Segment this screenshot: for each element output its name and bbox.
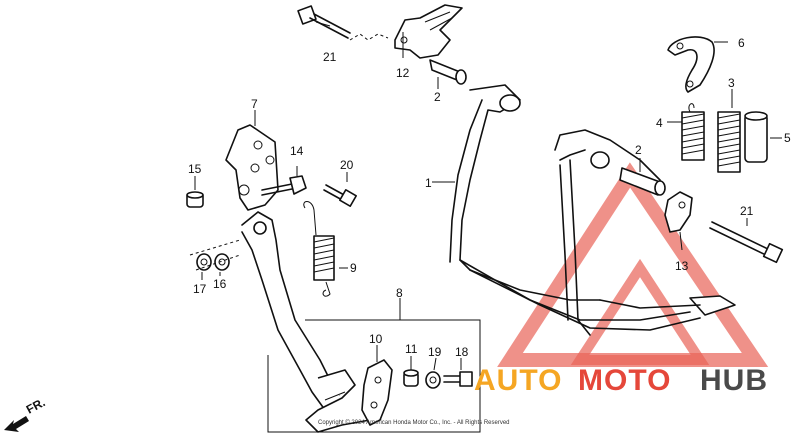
callout-7: 7 <box>251 97 258 111</box>
watermark-text: AUTO MOTO HUB <box>474 364 768 397</box>
washer-16 <box>214 253 230 271</box>
callout-19: 19 <box>428 345 442 359</box>
bolt-21-right <box>709 221 784 264</box>
assembly-lines-washers <box>189 239 241 271</box>
spring-plate-6 <box>667 36 715 93</box>
callout-1: 1 <box>425 176 432 190</box>
spring-9 <box>303 201 335 297</box>
nut-15 <box>186 191 204 208</box>
front-indicator-label: FR. <box>24 395 48 416</box>
callout-15: 15 <box>188 162 202 176</box>
callout-18: 18 <box>455 345 469 359</box>
watermark-auto: AUTO <box>474 364 562 397</box>
callout-8: 8 <box>396 286 403 300</box>
stopper-13 <box>664 191 693 233</box>
bolt-21-top <box>297 5 389 41</box>
sleeve-5 <box>744 111 768 163</box>
callout-11: 11 <box>405 342 418 356</box>
callout-3: 3 <box>728 76 735 90</box>
callout-10: 10 <box>369 332 383 346</box>
nut-19 <box>425 371 441 389</box>
plate-10 <box>361 359 393 426</box>
front-indicator: FR. <box>4 395 47 432</box>
bolt-18 <box>443 371 473 387</box>
bracket-12 <box>394 4 463 59</box>
watermark-hub: HUB <box>700 364 768 397</box>
callout-12: 12 <box>396 66 410 80</box>
callout-21-right: 21 <box>740 204 754 218</box>
callout-14: 14 <box>290 144 304 158</box>
copyright-text: Copyright © 2024 American Honda Motor Co… <box>318 419 510 426</box>
watermark-logo <box>497 162 769 367</box>
spring-4 <box>681 103 705 161</box>
callout-13: 13 <box>675 259 689 273</box>
callout-2-right: 2 <box>635 143 642 157</box>
callout-2-top: 2 <box>434 90 441 104</box>
main-stand-1 <box>449 84 736 336</box>
bolt-20 <box>323 184 357 207</box>
callout-21-top: 21 <box>323 50 337 64</box>
callout-6: 6 <box>738 36 745 50</box>
callout-17: 17 <box>193 282 207 296</box>
side-stand-bracket-7 <box>225 124 279 211</box>
side-stand-arm <box>241 211 371 433</box>
bolt-14 <box>261 175 307 196</box>
spring-3 <box>717 111 741 173</box>
detail-box-8 <box>267 298 481 433</box>
callout-4: 4 <box>656 116 663 130</box>
callout-9: 9 <box>350 261 357 275</box>
leader-lines <box>194 21 782 371</box>
callout-labels: 1 2 2 3 4 5 6 7 8 9 10 11 12 13 14 15 16… <box>188 36 791 359</box>
pin-2-right <box>619 167 666 196</box>
pin-2-top <box>429 59 467 85</box>
callout-5: 5 <box>784 131 791 145</box>
callout-20: 20 <box>340 158 354 172</box>
callout-16: 16 <box>213 277 227 291</box>
collar-11 <box>403 369 419 387</box>
watermark-moto: MOTO <box>578 364 671 397</box>
